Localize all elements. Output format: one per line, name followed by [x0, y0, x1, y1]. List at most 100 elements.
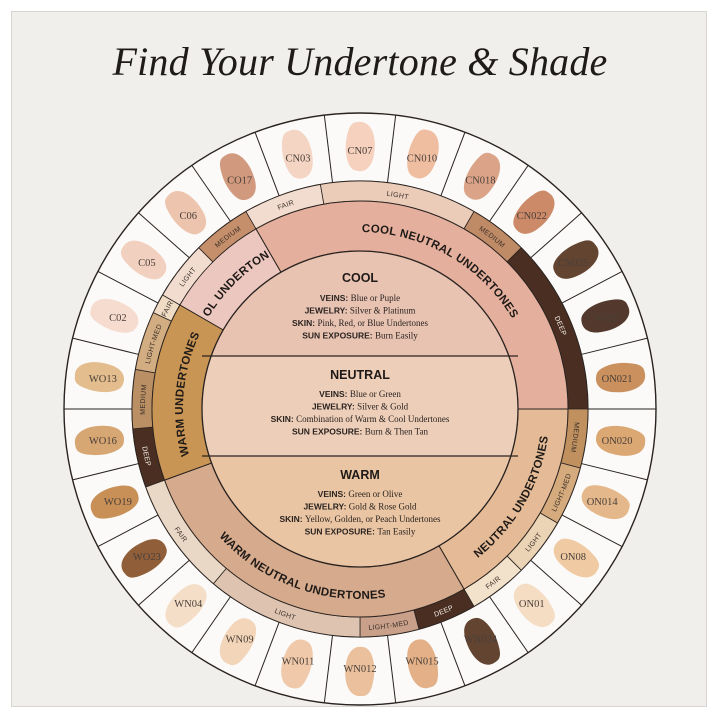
shade-swatch — [74, 362, 125, 393]
swatch-smear — [345, 121, 375, 172]
swatch-smear — [407, 639, 439, 689]
swatch-divider — [581, 463, 648, 481]
swatch-divider — [72, 337, 139, 355]
swatch-smear — [345, 646, 375, 697]
shade-code: CN022 — [517, 211, 547, 222]
swatch-smear — [581, 485, 630, 520]
shade-swatch — [464, 617, 501, 665]
shade-swatch — [90, 485, 139, 519]
neutral-info-line: SKIN: Combination of Warm & Cool Underto… — [271, 414, 450, 424]
shade-swatch — [219, 153, 256, 201]
neutral-heading: NEUTRAL — [330, 368, 390, 382]
swatch-divider — [440, 622, 466, 686]
swatch-divider — [191, 596, 231, 653]
shade-swatch — [281, 129, 313, 179]
swatch-smear — [74, 362, 125, 393]
shade-code: ON08 — [560, 552, 586, 563]
swatch-smear — [513, 583, 555, 627]
shade-code: WO13 — [89, 374, 117, 385]
swatch-divider — [97, 514, 159, 548]
swatch-divider — [191, 165, 231, 222]
swatch-smear — [581, 299, 630, 333]
shade-swatch — [513, 583, 555, 627]
shade-swatch — [581, 299, 630, 333]
swatch-smear — [281, 129, 313, 179]
shade-code: ON01 — [519, 599, 545, 610]
shade-swatch — [463, 152, 501, 200]
shade-code: CN07 — [347, 146, 372, 157]
swatch-smear — [219, 153, 256, 201]
swatch-smear — [120, 240, 167, 280]
swatch-smear — [165, 191, 207, 235]
shade-swatch — [595, 425, 646, 456]
swatch-divider — [530, 212, 582, 259]
shade-code: CN026 — [587, 313, 617, 324]
shade-swatch — [90, 298, 139, 333]
page-title: Find Your Undertone & Shade — [112, 39, 608, 84]
cool-heading: COOL — [342, 271, 378, 285]
swatch-smear — [121, 539, 167, 578]
swatch-divider — [489, 165, 529, 222]
warm-info-line: VEINS: Green or Olive — [318, 489, 403, 499]
shade-swatch — [121, 539, 167, 578]
shade-swatch — [165, 191, 207, 235]
shade-swatch — [345, 121, 375, 172]
swatch-smear — [90, 298, 139, 333]
shade-code: C05 — [138, 258, 156, 269]
shade-code: CN025 — [558, 258, 588, 269]
shade-code: WN015 — [405, 656, 438, 667]
depth-band-label: LIGHT — [386, 191, 410, 202]
depth-band-label: MEDIUM — [569, 422, 580, 453]
cool-info-line: JEWELRY: Silver & Platinum — [305, 306, 416, 316]
swatch-divider — [440, 132, 466, 196]
shade-code: WN024 — [464, 634, 498, 645]
cool-info-line: SUN EXPOSURE: Burn Easily — [302, 331, 418, 341]
depth-band-label: DEEP — [140, 446, 151, 467]
neutral-info-line: JEWELRY: Silver & Gold — [312, 402, 409, 412]
swatch-smear — [595, 425, 646, 456]
shade-swatch — [120, 240, 167, 280]
swatch-smear — [74, 425, 125, 456]
shade-swatch — [74, 425, 125, 456]
shade-swatch — [513, 190, 555, 234]
shade-swatch — [553, 240, 599, 279]
shade-code: WN011 — [282, 656, 315, 667]
shade-code: CN018 — [465, 176, 495, 187]
swatch-smear — [407, 129, 439, 179]
swatch-smear — [553, 538, 600, 578]
shade-code: C02 — [109, 313, 127, 324]
swatch-divider — [561, 270, 623, 304]
swatch-smear — [90, 485, 139, 519]
swatch-smear — [281, 639, 313, 689]
shade-swatch — [219, 618, 257, 666]
depth-band-label: MEDIUM — [140, 384, 148, 415]
swatch-smear — [165, 584, 207, 628]
center-outline — [201, 250, 519, 568]
warm-info-line: SKIN: Yellow, Golden, or Peach Undertone… — [280, 514, 441, 524]
swatch-divider — [138, 559, 190, 606]
cool-info-line: SKIN: Pink, Red, or Blue Undertones — [292, 318, 428, 328]
swatch-smear — [553, 240, 599, 279]
shade-code: C06 — [179, 211, 197, 222]
shade-code: WN09 — [226, 634, 254, 645]
warm-info-line: JEWELRY: Gold & Rose Gold — [303, 502, 417, 512]
swatch-smear — [595, 362, 646, 393]
swatch-smear — [464, 617, 501, 665]
swatch-divider — [581, 337, 648, 355]
swatch-divider — [561, 514, 623, 548]
shade-code: ON021 — [602, 374, 633, 385]
shade-swatch — [595, 362, 646, 393]
swatch-divider — [323, 635, 334, 703]
swatch-divider — [254, 132, 280, 196]
shade-code: ON014 — [587, 497, 619, 508]
shade-swatch — [345, 646, 375, 697]
warm-info-line: SUN EXPOSURE: Tan Easily — [305, 527, 416, 537]
swatch-divider — [386, 115, 397, 183]
shade-swatch — [165, 584, 207, 628]
shade-swatch — [581, 485, 630, 520]
swatch-divider — [323, 115, 334, 183]
swatch-smear — [513, 190, 555, 234]
shade-code: WN012 — [343, 664, 376, 675]
shade-code: WO16 — [89, 436, 117, 447]
